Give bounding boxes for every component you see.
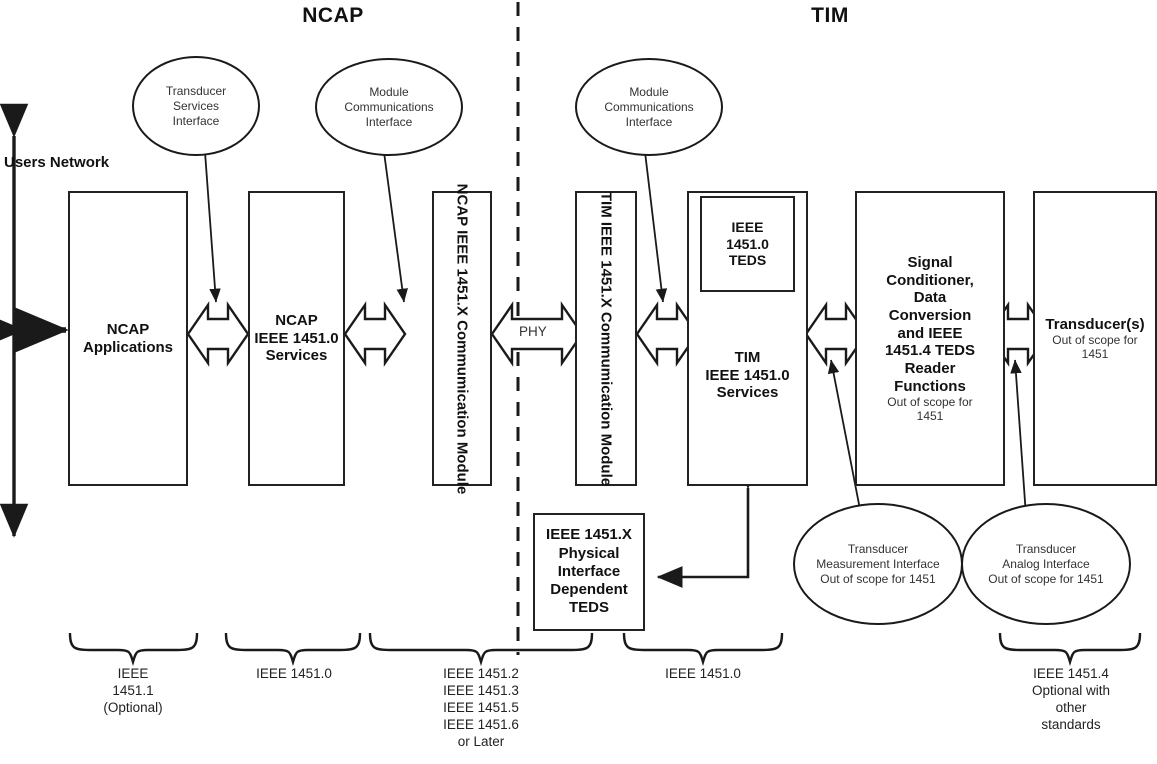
leader-transducer-measurement: [827, 359, 865, 531]
ellipse-module-communications-interface-ncap[interactable]: Module Communications Interface: [315, 58, 463, 156]
leader-module-comm-ncap: [383, 151, 408, 303]
box-title: TIM IEEE 1451.0 Services: [705, 348, 790, 402]
box-tim-comm-module[interactable]: TIM IEEE 1451.X Commumication Module: [575, 191, 637, 486]
brace-label-1451-4: IEEE 1451.4 Optional with other standard…: [1031, 666, 1111, 732]
brace-group: [68, 632, 1142, 667]
box-transducers[interactable]: Transducer(s) Out of scope for 1451: [1033, 191, 1157, 486]
box-title: Transducer(s): [1045, 315, 1145, 333]
ellipse-transducer-measurement-interface[interactable]: Transducer Measurement Interface Out of …: [793, 503, 963, 625]
box-ncap-ieee-1451-0-services[interactable]: NCAP IEEE 1451.0 Services: [248, 191, 345, 486]
leader-transducer-services: [204, 151, 221, 303]
brace-1451-1: [68, 632, 199, 667]
brace-label-1451-0-tim: IEEE 1451.0: [665, 666, 741, 681]
phy-label: PHY: [519, 324, 547, 339]
box-title: IEEE 1451.0 TEDS: [726, 218, 769, 269]
box-ieee-1451-x-physical-interface-dependent-teds[interactable]: IEEE 1451.X Physical Interface Dependent…: [533, 513, 645, 631]
section-title-ncap: NCAP: [302, 4, 364, 27]
box-title: TIM IEEE 1451.X Commumication Module: [597, 191, 615, 486]
box-ieee-1451-0-teds[interactable]: IEEE 1451.0 TEDS: [700, 196, 795, 292]
box-ncap-comm-module[interactable]: NCAP IEEE 1451.X Commumication Module: [432, 183, 492, 494]
block-arrow-ncapsvc-ncapcomm: [343, 301, 407, 367]
box-ncap-applications[interactable]: NCAP Applications: [68, 191, 188, 486]
box-title: Signal Conditioner, Data Conversion and …: [884, 253, 976, 395]
tim-to-phyteds-connector: [656, 463, 759, 588]
box-subtitle: Out of scope for 1451: [887, 395, 973, 423]
ellipse-label: Transducer Measurement Interface Out of …: [816, 541, 940, 586]
box-subtitle: Out of scope for 1451: [1052, 333, 1138, 361]
ellipse-module-communications-interface-tim[interactable]: Module Communications Interface: [575, 58, 723, 156]
ellipse-transducer-services-interface[interactable]: Transducer Services Interface: [132, 56, 260, 156]
box-title: NCAP Applications: [82, 320, 173, 356]
box-title: NCAP IEEE 1451.0 Services: [254, 311, 339, 365]
ellipse-label: Transducer Analog Interface Out of scope…: [988, 541, 1104, 586]
leader-transducer-analog: [1010, 359, 1028, 531]
ellipse-label: Module Communications Interface: [604, 84, 694, 129]
brace-label-1451-1: IEEE 1451.1 (Optional): [103, 666, 163, 715]
leader-module-comm-tim: [644, 151, 668, 303]
ellipse-label: Transducer Services Interface: [165, 83, 227, 128]
ellipse-transducer-analog-interface[interactable]: Transducer Analog Interface Out of scope…: [961, 503, 1131, 625]
users-network-label: Users Network: [4, 154, 110, 171]
ellipse-label: Module Communications Interface: [344, 84, 434, 129]
box-signal-conditioner[interactable]: Signal Conditioner, Data Conversion and …: [855, 191, 1005, 486]
box-title: IEEE 1451.X Physical Interface Dependent…: [546, 526, 632, 617]
brace-label-1451-x-family: IEEE 1451.2 IEEE 1451.3 IEEE 1451.5 IEEE…: [443, 666, 519, 749]
box-title: NCAP IEEE 1451.X Commumication Module: [453, 183, 471, 494]
brace-1451-x-family: [368, 632, 594, 667]
brace-label-1451-0-ncap: IEEE 1451.0: [256, 666, 332, 681]
brace-1451-0-ncap: [224, 632, 362, 667]
section-title-tim: TIM: [811, 4, 849, 27]
brace-1451-0-tim: [622, 632, 784, 667]
brace-1451-4: [998, 632, 1142, 667]
block-arrow-ncapapp-ncapsvc: [186, 301, 250, 367]
